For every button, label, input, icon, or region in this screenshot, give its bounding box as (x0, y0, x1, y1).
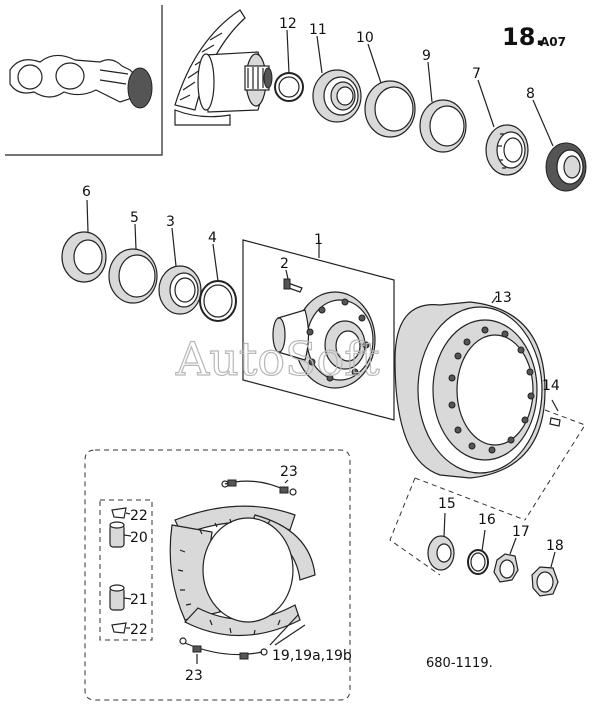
spring-23-top (221, 479, 297, 496)
callout-21: 21 (130, 592, 148, 608)
callout-22-bottom: 22 (130, 622, 148, 638)
watermark: AutoSoft (175, 332, 380, 386)
pin-22-top (111, 507, 131, 519)
bearing-race-5 (108, 223, 158, 304)
callout-4: 4 (208, 230, 217, 246)
wheel-hub-1 (242, 239, 395, 421)
ring-16 (467, 529, 489, 575)
seal-6 (61, 199, 107, 283)
snap-ring-12 (274, 29, 304, 102)
callout-14: 14 (542, 378, 560, 394)
callout-1: 1 (314, 232, 323, 248)
bushing-20 (109, 521, 132, 548)
section-suffix: A07 (540, 35, 566, 49)
snap-ring-4 (199, 243, 237, 322)
figure-reference: 680-1119. (426, 656, 493, 671)
nut-17 (493, 537, 519, 583)
callout-23-bottom: 23 (185, 668, 203, 684)
callout-9: 9 (422, 48, 431, 64)
callout-13: 13 (494, 290, 512, 306)
bearing-7 (477, 79, 529, 176)
washer-15 (427, 512, 455, 571)
callout-10: 10 (356, 30, 374, 46)
bolt-2 (283, 269, 303, 293)
bearing-3 (158, 227, 202, 315)
nut-18 (531, 551, 559, 597)
callout-20: 20 (130, 530, 148, 546)
brake-drum-13 (394, 295, 546, 479)
callout-2: 2 (280, 256, 289, 272)
seal-9 (419, 61, 467, 153)
callout-19-variants: 19,19a,19b (272, 648, 352, 664)
callout-16: 16 (478, 512, 496, 528)
screw-14 (524, 399, 586, 521)
callout-15: 15 (438, 496, 456, 512)
callout-22-top: 22 (130, 508, 148, 524)
axle-overview-inset (5, 5, 163, 156)
callout-8: 8 (526, 86, 535, 102)
leader-19 (269, 614, 306, 646)
callout-6: 6 (82, 184, 91, 200)
callout-11: 11 (309, 22, 327, 38)
callout-7: 7 (472, 66, 481, 82)
section-heading: 18. A07 (502, 23, 566, 51)
section-number: 18. (502, 23, 545, 51)
bearing-race-10 (364, 43, 416, 138)
bearing-11 (312, 35, 362, 123)
callout-labels: 12 11 10 9 7 8 6 5 3 4 1 2 13 14 15 16 1… (82, 16, 564, 684)
bushing-21 (109, 584, 132, 611)
spring-23-bottom (179, 637, 268, 664)
callout-3: 3 (166, 214, 175, 230)
callout-18: 18 (546, 538, 564, 554)
bearing-cone-8 (532, 99, 587, 192)
brake-shoe-group-box (84, 449, 351, 701)
pin-22-bottom (111, 622, 130, 634)
nut-group-box (389, 477, 526, 576)
callout-17: 17 (512, 524, 530, 540)
brake-shoes (169, 505, 316, 637)
callout-5: 5 (130, 210, 139, 226)
callout-23-top: 23 (280, 464, 298, 480)
callout-12: 12 (279, 16, 297, 32)
hub-carrier (174, 9, 273, 126)
